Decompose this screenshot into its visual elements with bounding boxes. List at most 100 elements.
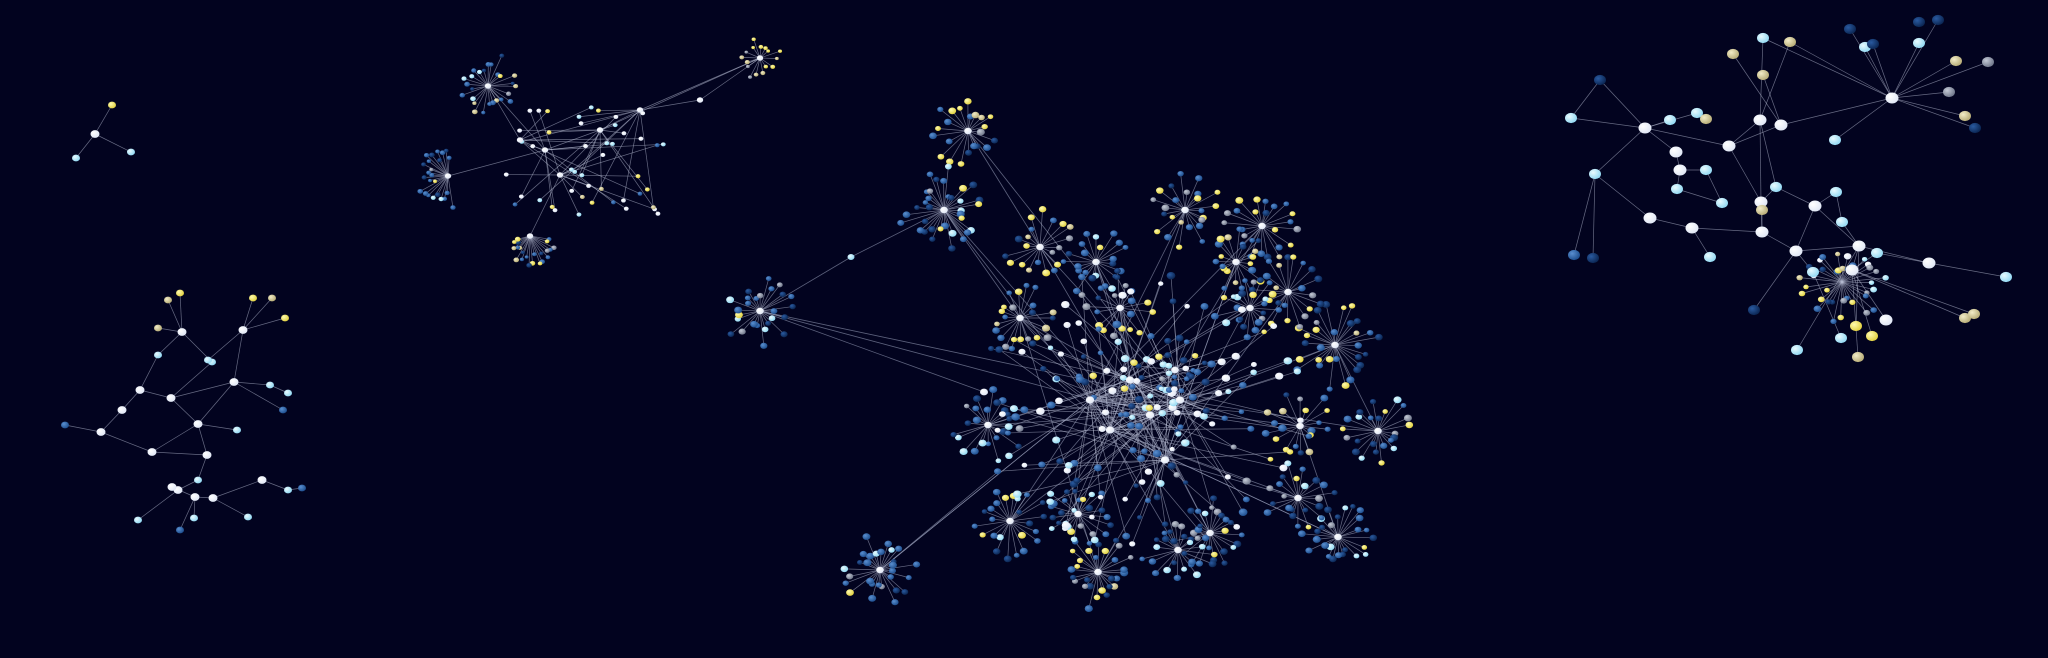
blue-node (1103, 514, 1111, 521)
blue-node (1011, 413, 1020, 421)
blue-node (1097, 350, 1104, 356)
graph-edge (1095, 233, 1115, 263)
graph-edge (997, 459, 1166, 472)
light-blue-node (1147, 393, 1154, 399)
graph-edge (1005, 497, 1011, 522)
graph-edge (1334, 344, 1366, 355)
khaki-node (978, 114, 985, 121)
graph-edge (729, 299, 761, 312)
dark-blue-node (969, 181, 978, 189)
graph-edge (1019, 399, 1181, 429)
graph-edge (1009, 520, 1037, 532)
white-node (1852, 240, 1866, 252)
graph-edge (1227, 212, 1263, 227)
white-node (1103, 367, 1111, 374)
blue-node (992, 488, 1001, 496)
blue-node (1118, 412, 1124, 417)
graph-edge (529, 235, 549, 258)
dark-blue-node (1260, 310, 1267, 316)
gray-node (1327, 522, 1336, 529)
graph-edge (75, 133, 96, 159)
yellow-node (958, 215, 965, 221)
graph-edge (1728, 124, 1782, 147)
blue-node (863, 559, 872, 567)
graph-edge (1122, 295, 1131, 381)
white-node (1232, 258, 1240, 266)
graph-edge (1296, 478, 1299, 499)
blue-node (959, 236, 967, 243)
graph-edge (1826, 281, 1843, 291)
light-blue-node (1165, 370, 1173, 377)
graph-edge (1334, 344, 1361, 366)
graph-edge (1261, 225, 1280, 258)
blue-node (1367, 415, 1374, 421)
graph-edge (1841, 281, 1866, 297)
graph-edge (519, 139, 561, 176)
blue-node (989, 386, 998, 393)
blue-node (765, 276, 772, 281)
blue-node (444, 190, 450, 196)
yellow-node (1210, 551, 1218, 558)
blue-node (417, 188, 424, 194)
graph-edge (1171, 185, 1186, 211)
dark-blue-node (1086, 582, 1094, 590)
graph-edge (1834, 97, 1893, 141)
yellow-node (1136, 330, 1143, 336)
graph-edge (1822, 269, 1843, 283)
yellow-node (549, 204, 555, 209)
light-blue-node (579, 173, 585, 178)
yellow-node (1010, 336, 1018, 343)
graph-edge (845, 569, 881, 584)
blue-node (422, 191, 429, 196)
dark-blue-node (1049, 315, 1056, 321)
dark-blue-node (1315, 502, 1324, 510)
dark-blue-node (1088, 274, 1097, 282)
graph-edge (1891, 91, 1950, 99)
white-node (552, 208, 558, 213)
dark-blue-node (950, 431, 957, 438)
khaki-node (1178, 219, 1184, 225)
white-node (1250, 362, 1257, 368)
blue-node (1257, 250, 1266, 258)
white-node (1638, 122, 1652, 134)
graph-edge (1149, 414, 1166, 525)
light-blue-node (1005, 452, 1013, 460)
light-blue-node (72, 154, 80, 162)
white-node (208, 494, 218, 502)
gray-node (1209, 505, 1215, 510)
yellow-node (595, 108, 601, 113)
yellow-node (1006, 259, 1015, 266)
dark-blue-node (437, 158, 443, 163)
graph-edge (926, 191, 945, 211)
light-blue-node (569, 167, 574, 172)
dark-blue-node (1354, 354, 1362, 360)
light-blue-node (576, 114, 582, 119)
graph-edge (1287, 291, 1306, 317)
yellow-node (1798, 290, 1806, 297)
blue-node (1188, 558, 1196, 566)
dark-blue-node (1095, 295, 1102, 301)
white-node (578, 121, 584, 126)
graph-edge (984, 511, 1011, 522)
graph-edge (528, 235, 531, 266)
graph-edge (1599, 79, 1646, 129)
graph-edge (1068, 414, 1151, 466)
graph-edge (1152, 549, 1179, 562)
light-blue-node (461, 76, 467, 81)
dark-blue-node (1113, 274, 1121, 280)
graph-edge (1089, 331, 1265, 401)
blue-node (1276, 481, 1283, 487)
dark-blue-node (1103, 592, 1110, 598)
graph-edge (1801, 281, 1843, 294)
white-node (1808, 200, 1822, 212)
yellow-node (1096, 244, 1104, 251)
graph-edge (64, 424, 102, 433)
graph-edge (94, 133, 132, 153)
dark-blue-node (1240, 323, 1248, 330)
graph-edge (1817, 281, 1843, 309)
yellow-node (1118, 325, 1126, 332)
dark-blue-node (1594, 74, 1606, 86)
yellow-node (1155, 353, 1163, 360)
graph-edge (1841, 281, 1874, 290)
blue-node (1332, 355, 1340, 363)
